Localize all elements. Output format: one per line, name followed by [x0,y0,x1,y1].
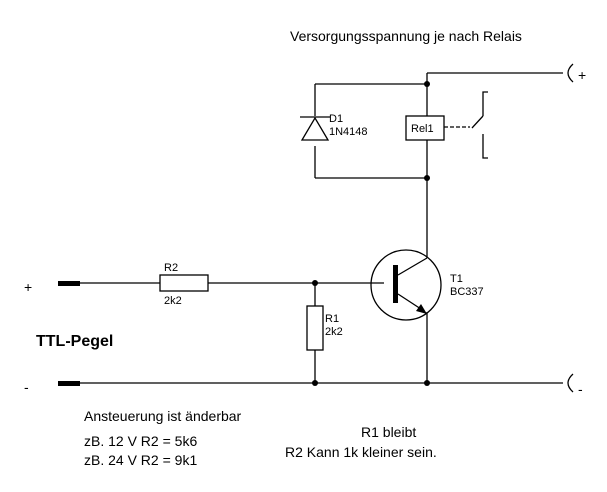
note-line-3: zB. 24 V R2 = 9k1 [84,452,197,468]
input-minus-label: - [24,379,29,395]
transistor-emitter-arrow [416,304,427,314]
transistor-ref: T1 [450,273,463,285]
resistor-r1 [306,305,324,351]
notes: Ansteuerung ist änderbar zB. 12 V R2 = 5… [84,408,437,468]
diode-d1: D1 1N4148 [300,113,368,146]
diode-value: 1N4148 [329,126,368,138]
supply-minus-label: - [578,381,583,397]
input-plus-terminal [58,281,80,286]
supply-minus-terminal [567,373,574,393]
input-plus-label: + [24,279,32,295]
supply-voltage-title: Versorgungsspannung je nach Relais [290,28,522,44]
resistor-r1-branch: R1 2k2 [306,283,343,386]
relay-ref: Rel1 [411,123,434,135]
note-line-4: R1 bleibt [361,424,416,440]
supply-plus-terminal [567,63,574,83]
relay-contact-arm [471,115,484,129]
note-line-1: Ansteuerung ist änderbar [84,408,242,424]
note-line-5: R2 Kann 1k kleiner sein. [285,444,437,460]
supply-rail: + [424,63,586,87]
input-plus-line: + R2 2k2 [24,262,384,307]
transistor-value: BC337 [450,286,484,298]
transistor-base-bar [393,265,398,303]
ttl-input-label: TTL-Pegel [36,333,113,350]
r2-value: 2k2 [164,295,182,307]
diode-ref: D1 [329,113,343,125]
input-minus-terminal [58,381,80,386]
resistor-r2 [159,274,209,292]
transistor-t1: T1 BC337 [370,248,484,383]
transistor-body [370,249,442,321]
r2-ref: R2 [164,262,178,274]
r1-ref: R1 [325,313,339,325]
relay-contact-bottom [482,134,488,159]
relay-coil-box [405,115,445,141]
supply-plus-label: + [578,67,586,83]
relay-contact-top [482,91,488,116]
ground-rail: - - [24,373,583,397]
r1-value: 2k2 [325,326,343,338]
note-line-2: zB. 12 V R2 = 5k6 [84,433,197,449]
relay-rel1: Rel1 [405,91,488,248]
